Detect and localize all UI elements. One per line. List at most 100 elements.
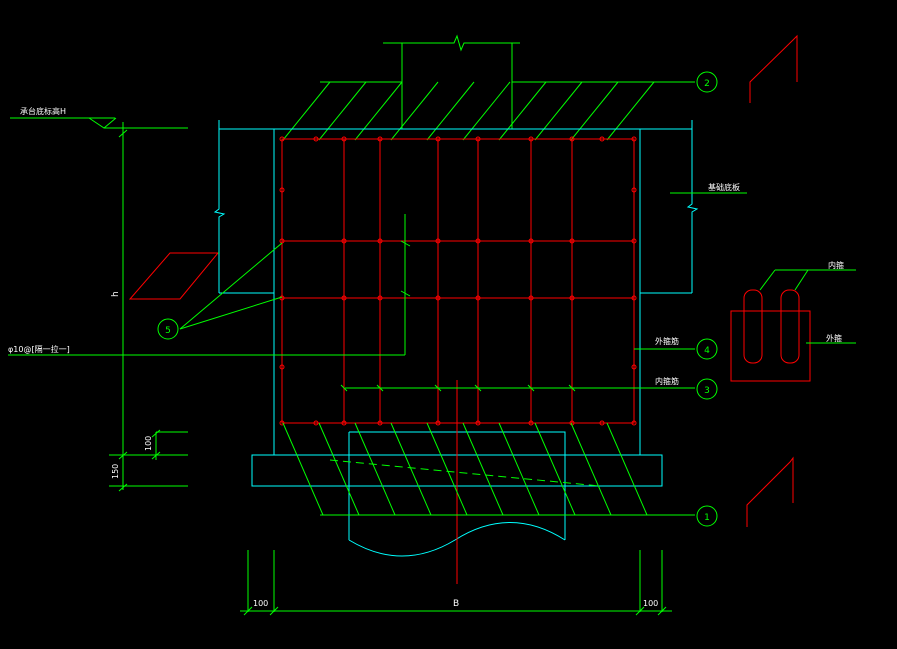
rebar-dot bbox=[341, 136, 347, 142]
rebar-dot bbox=[631, 187, 637, 193]
rebar-dot bbox=[279, 364, 285, 370]
inner-stirrup-leader bbox=[340, 384, 695, 392]
break-marks bbox=[746, 34, 798, 527]
rebar-dot bbox=[341, 420, 347, 426]
callout-5-number: 5 bbox=[165, 326, 171, 336]
rebar-dot bbox=[377, 420, 383, 426]
rebar-dot bbox=[528, 136, 534, 142]
rebar-dot bbox=[377, 295, 383, 301]
callout-4-number: 4 bbox=[704, 346, 710, 356]
top-slab-hatch bbox=[282, 34, 695, 141]
rebar-dot bbox=[279, 187, 285, 193]
cap-outline bbox=[213, 120, 699, 557]
rebar-dot bbox=[631, 295, 637, 301]
hatch-line bbox=[426, 81, 475, 141]
hatch-line bbox=[498, 422, 540, 516]
rebar-dot bbox=[313, 136, 319, 142]
rebar-dot bbox=[569, 238, 575, 244]
hatch-line bbox=[570, 422, 612, 516]
stirrup-detail bbox=[730, 269, 856, 382]
rebar-vertical-bars bbox=[343, 139, 573, 423]
dim-100-right: 100 bbox=[643, 599, 658, 608]
rebar-dot bbox=[528, 238, 534, 244]
hatch-line bbox=[498, 81, 547, 141]
bottom-hatch bbox=[282, 422, 695, 516]
rebar-dot bbox=[435, 295, 441, 301]
rebar-dot bbox=[631, 364, 637, 370]
dim-width-label: B bbox=[453, 599, 459, 609]
rebar-horizontal-bars bbox=[282, 240, 634, 299]
rebar-dot bbox=[475, 295, 481, 301]
tick bbox=[434, 384, 442, 392]
callout-2: 2 bbox=[696, 71, 718, 93]
callout-2-number: 2 bbox=[704, 79, 710, 89]
callout-5: 5 bbox=[157, 318, 179, 340]
callout-3: 3 bbox=[696, 378, 718, 400]
hatch-line bbox=[390, 422, 432, 516]
left-dimension bbox=[109, 122, 188, 492]
hatch-line bbox=[462, 81, 511, 141]
hatch-line bbox=[390, 81, 439, 141]
rebar-dot bbox=[528, 295, 534, 301]
hatch-line bbox=[282, 81, 331, 141]
hatch-line bbox=[570, 81, 619, 141]
dim-100-left: 100 bbox=[253, 599, 268, 608]
outer-stirrup-label: 外箍筋 bbox=[655, 336, 679, 346]
inner-limb-label: 内箍 bbox=[828, 260, 844, 270]
rebar-cage bbox=[279, 136, 637, 584]
rebar-dot bbox=[435, 136, 441, 142]
tick bbox=[527, 384, 535, 392]
rebar-dot bbox=[475, 238, 481, 244]
hatch-line bbox=[282, 422, 324, 516]
rebar-dot bbox=[313, 420, 319, 426]
hatch-line bbox=[534, 81, 583, 141]
callout-4: 4 bbox=[696, 338, 718, 360]
callout-1-number: 1 bbox=[704, 513, 710, 523]
rebar-dot bbox=[599, 420, 605, 426]
rebar-dot bbox=[569, 136, 575, 142]
rebar-dot bbox=[341, 238, 347, 244]
rebar-dot bbox=[475, 136, 481, 142]
plan-symbol bbox=[128, 252, 220, 300]
rebar-dot bbox=[599, 136, 605, 142]
rebar-dot bbox=[528, 420, 534, 426]
rebar-dot bbox=[631, 420, 637, 426]
hatch-line bbox=[606, 81, 655, 141]
hatch-line bbox=[534, 422, 576, 516]
rebar-dot bbox=[377, 238, 383, 244]
inner-stirrup-label: 内箍筋 bbox=[655, 376, 679, 386]
rebar-dot bbox=[475, 420, 481, 426]
rebar-dot bbox=[279, 420, 285, 426]
elevation-label: 承台底标高H bbox=[20, 106, 66, 116]
top-hatch-lines bbox=[282, 81, 655, 141]
base-plate-label: 基础底板 bbox=[708, 182, 740, 192]
dim-100-vertical: 100 bbox=[144, 436, 153, 451]
height-dimension-label: h bbox=[111, 291, 121, 297]
hatch-line bbox=[606, 422, 648, 516]
rebar-dot bbox=[377, 136, 383, 142]
rebar-dot bbox=[631, 238, 637, 244]
outer-limb-label: 外箍 bbox=[826, 333, 842, 343]
hatch-line bbox=[354, 81, 403, 141]
hatch-line bbox=[426, 422, 468, 516]
dim-150-vertical: 150 bbox=[111, 464, 120, 479]
hatch-line bbox=[462, 422, 504, 516]
tie-bar-leader bbox=[8, 214, 411, 356]
rebar-dot bbox=[435, 420, 441, 426]
tick bbox=[474, 384, 482, 392]
hatch-line bbox=[318, 81, 367, 141]
rebar-section-dots bbox=[279, 136, 637, 426]
rebar-dot bbox=[435, 238, 441, 244]
elevation-marker bbox=[10, 117, 188, 129]
tick bbox=[376, 384, 384, 392]
callout-3-number: 3 bbox=[704, 386, 710, 396]
tie-bar-label: φ10@[隔一拉一] bbox=[8, 344, 70, 354]
bottom-hatch-lines bbox=[282, 422, 648, 516]
callout-1: 1 bbox=[696, 505, 718, 527]
tick bbox=[340, 384, 348, 392]
rebar-dot bbox=[279, 136, 285, 142]
hatch-line bbox=[354, 422, 396, 516]
tick bbox=[568, 384, 576, 392]
bottom-dimension bbox=[240, 550, 672, 616]
